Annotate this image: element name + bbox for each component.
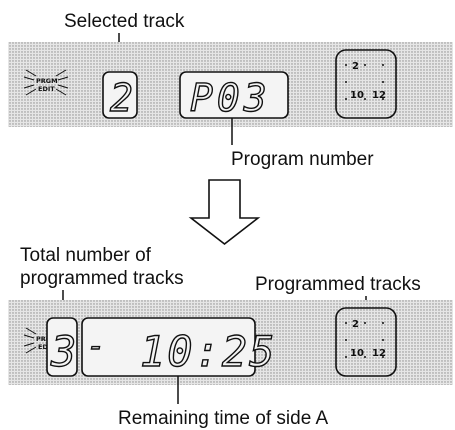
remaining-time-display: 10:25 [140, 327, 276, 376]
track-count-digit: 3 [50, 327, 76, 376]
top-track-grid-frame [335, 49, 397, 119]
bottom-track-grid-dots [345, 322, 384, 358]
top-edit-text: EDIT [38, 85, 55, 93]
bottom-track-grid: 2 10 12 [335, 307, 397, 377]
top-sparkle-icon [23, 69, 69, 96]
bottom-grid-number-10: 10 [350, 348, 364, 359]
programmed-tracks-label: Programmed tracks [255, 274, 421, 295]
program-number-label: Program number [231, 149, 374, 170]
top-grid-number-12: 12 [372, 90, 386, 101]
selected-track-digit: 2 [110, 76, 133, 120]
bottom-grid-number-2: 2 [352, 319, 359, 330]
bottom-grid-number-12: 12 [372, 348, 386, 359]
top-track-grid: 2 10 12 [335, 49, 397, 119]
top-track-grid-dots [345, 64, 384, 100]
top-prgm-text: PRGM [36, 77, 58, 85]
down-arrow-icon [188, 179, 261, 246]
top-prgm-indicator: PRGM EDIT [23, 69, 69, 96]
top-display-section: Selected track PRGM EDIT 2 P03 [8, 11, 453, 170]
selected-track-label: Selected track [64, 11, 185, 32]
remaining-time-window [81, 317, 256, 377]
remaining-time-label: Remaining time of side A [118, 408, 328, 429]
bottom-track-grid-frame [335, 307, 397, 377]
program-number-display: P03 [190, 76, 271, 120]
total-programmed-label-line1: Total number of [20, 245, 152, 266]
program-number-window [179, 71, 289, 119]
bottom-display-section: Total number of programmed tracks Progra… [8, 245, 453, 429]
total-programmed-label-line2: programmed tracks [20, 268, 184, 289]
track-count-window [46, 317, 78, 377]
top-grid-number-2: 2 [352, 61, 359, 72]
top-grid-number-10: 10 [350, 90, 364, 101]
selected-track-window [102, 71, 138, 119]
remaining-time-dash: - [87, 329, 105, 364]
